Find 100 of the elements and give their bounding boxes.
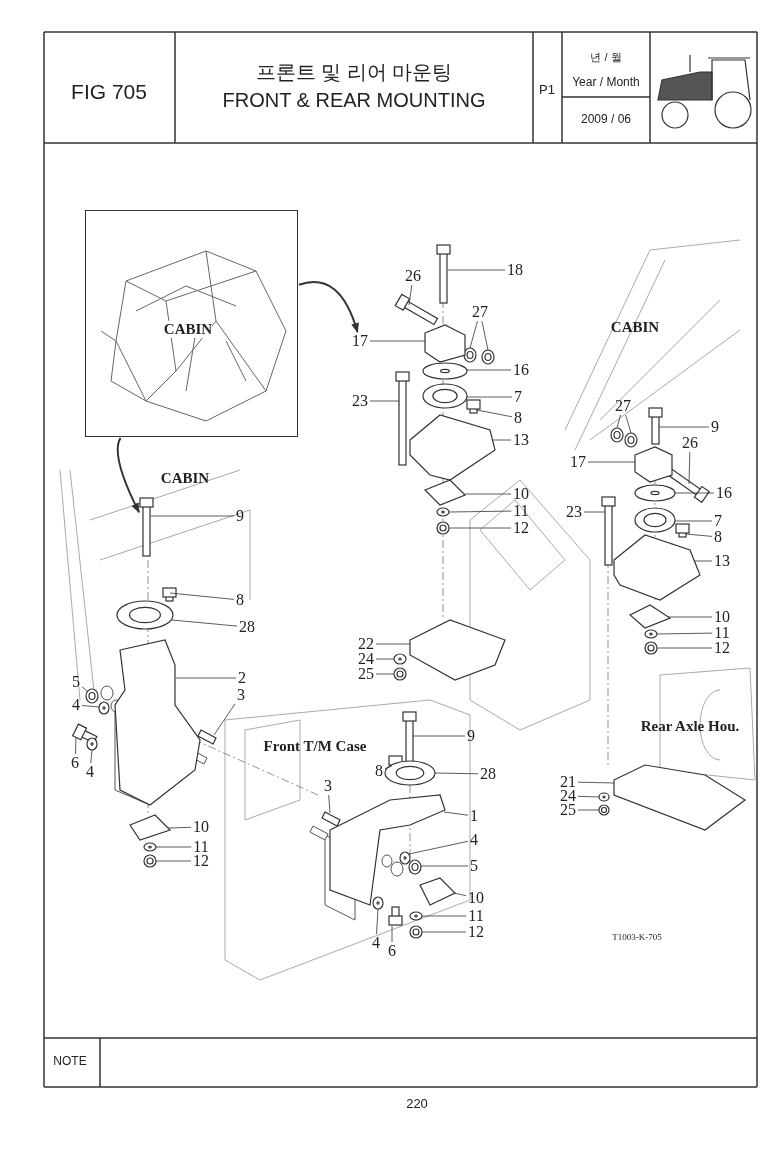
leader-line xyxy=(420,865,469,867)
bolt xyxy=(162,587,177,602)
leader-line xyxy=(476,409,513,418)
leader-line xyxy=(453,892,467,897)
leader-line xyxy=(577,809,600,811)
washer xyxy=(143,842,157,852)
washer xyxy=(409,911,423,921)
callout-number: 11 xyxy=(713,625,731,641)
callout-number: 28 xyxy=(479,766,497,782)
leader-line xyxy=(667,616,713,618)
nut xyxy=(408,859,422,875)
callout-number: 25 xyxy=(357,666,375,682)
title: FRONT & REAR MOUNTING xyxy=(222,89,486,111)
callout-number: 9 xyxy=(235,508,245,524)
bolt xyxy=(648,407,663,445)
washer xyxy=(98,701,110,715)
bracket xyxy=(424,324,466,363)
nut xyxy=(598,804,610,816)
leader-line xyxy=(656,647,713,649)
callout-number: 28 xyxy=(238,619,256,635)
nut xyxy=(85,688,99,704)
leader-line xyxy=(384,765,393,770)
stud-bolt xyxy=(321,811,341,827)
bolt xyxy=(139,497,154,557)
callout-number: 24 xyxy=(357,651,375,667)
part-label: Rear Axle Hou. xyxy=(640,717,740,735)
callout-number: 8 xyxy=(713,529,723,545)
bracket xyxy=(634,446,673,483)
callout-number: 10 xyxy=(713,609,731,625)
callout-number: 24 xyxy=(559,788,577,804)
bolt xyxy=(601,496,616,566)
callout-number: 3 xyxy=(323,778,333,794)
leader-line xyxy=(421,931,467,933)
leader-line xyxy=(587,461,636,463)
leader-line xyxy=(447,269,506,271)
plate xyxy=(423,479,467,506)
washer xyxy=(372,896,384,910)
callout-number: 12 xyxy=(512,520,530,536)
leader-line xyxy=(375,643,411,645)
washer xyxy=(422,362,468,380)
leader-line xyxy=(412,735,466,737)
callout-number: 5 xyxy=(71,674,81,690)
nut xyxy=(610,427,624,443)
arrow xyxy=(298,281,359,333)
rubber-mount xyxy=(116,600,174,630)
callout-number: 16 xyxy=(512,362,530,378)
leader-line xyxy=(693,560,713,562)
leader-line xyxy=(81,686,88,692)
callout-number: 1 xyxy=(469,808,479,824)
part-label: CABIN xyxy=(163,320,213,338)
part-label: Front T/M Case xyxy=(263,737,367,755)
callout-number: 10 xyxy=(192,819,210,835)
nut xyxy=(143,854,157,868)
callout-number: 9 xyxy=(710,419,720,435)
callout-number: 21 xyxy=(559,774,577,790)
plate xyxy=(129,814,172,841)
leader-line xyxy=(369,340,426,342)
nut xyxy=(393,667,407,681)
callout-number: 4 xyxy=(71,697,81,713)
callout-number: 13 xyxy=(512,432,530,448)
leader-line xyxy=(369,400,400,402)
bolt xyxy=(466,399,481,414)
callout-number: 3 xyxy=(236,687,246,703)
leader-line xyxy=(625,414,632,434)
callout-number: 10 xyxy=(467,890,485,906)
bolt xyxy=(436,244,451,304)
leader-line xyxy=(81,705,100,708)
callout-number: 12 xyxy=(713,640,731,656)
leader-line xyxy=(577,781,615,784)
leader-line xyxy=(448,510,512,513)
callout-number: 27 xyxy=(614,398,632,414)
callout-number: 6 xyxy=(387,943,397,959)
date-heading: 년 / 월 xyxy=(590,50,622,64)
arrow xyxy=(116,437,140,514)
page-number: P1 xyxy=(539,82,555,98)
callout-number: 12 xyxy=(467,924,485,940)
callout-number: 4 xyxy=(85,764,95,780)
leader-line xyxy=(155,846,192,848)
callout-number: 10 xyxy=(512,486,530,502)
page-number: 220 xyxy=(406,1096,428,1112)
leader-line xyxy=(328,794,331,814)
washer xyxy=(399,851,411,865)
callout-number: 12 xyxy=(192,853,210,869)
leader-line xyxy=(155,860,192,862)
plate xyxy=(628,604,672,629)
leader-line xyxy=(448,527,512,529)
callout-number: 4 xyxy=(469,832,479,848)
date-heading: Year / Month xyxy=(572,76,640,90)
title: 프론트 및 리어 마운팅 xyxy=(255,61,453,83)
bolt xyxy=(395,371,410,466)
nut xyxy=(436,521,450,535)
nut xyxy=(624,432,638,448)
callout-number: 23 xyxy=(565,504,583,520)
leader-line xyxy=(491,439,512,441)
callout-number: 9 xyxy=(466,728,476,744)
inset-frame xyxy=(85,210,298,437)
leader-line xyxy=(421,915,467,917)
callout-number: 7 xyxy=(713,513,723,529)
leader-line xyxy=(167,826,192,829)
callout-number: 26 xyxy=(681,435,699,451)
